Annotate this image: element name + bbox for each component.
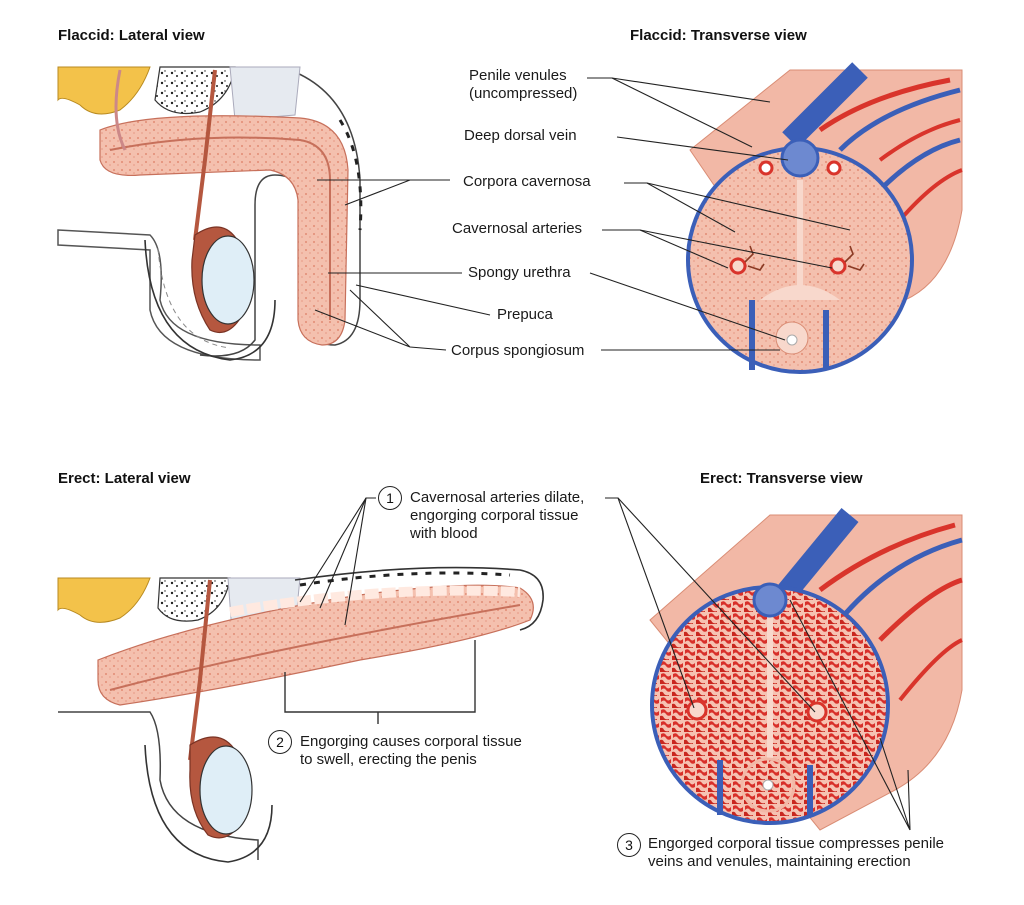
erect-cylinder-vein-2 — [838, 537, 963, 622]
erect-pubic-bone — [157, 577, 231, 622]
erect-urethra-lumen — [762, 779, 774, 791]
panel-title-erect-transverse: Erect: Transverse view — [700, 470, 863, 487]
label-penile-venules-line1: Penile venules — [469, 67, 567, 84]
label-deep-dorsal-vein: Deep dorsal vein — [464, 127, 577, 144]
cylinder-artery-3 — [898, 168, 963, 222]
label-corpus-spongiosum: Corpus spongiosum — [451, 342, 585, 359]
erect-transverse-illustration — [649, 508, 963, 831]
label-spongy-urethra: Spongy urethra — [468, 264, 571, 281]
erect-scrotum — [144, 744, 273, 863]
cylinder-vein-2 — [838, 87, 961, 152]
testis — [201, 235, 255, 325]
cavernosal-artery-left — [729, 257, 747, 275]
step-3-text: Engorged corporal tissue compresses peni… — [648, 835, 944, 871]
label-corpora-cavernosa: Corpora cavernosa — [463, 173, 591, 190]
erect-cylinder-artery-2 — [878, 577, 963, 642]
step-3-number: 3 — [617, 833, 641, 857]
tunica-line — [109, 136, 331, 320]
erect-pelvic-fat — [57, 577, 151, 623]
swell-bracket — [284, 640, 476, 713]
helicine-left — [744, 245, 765, 271]
deep-dorsal-vein — [780, 138, 820, 178]
erect-urethra — [109, 604, 521, 691]
panel-title-flaccid-transverse: Flaccid: Transverse view — [630, 27, 807, 44]
label-penile-venules: Penile venules (uncompressed) — [469, 67, 577, 103]
step-2-line1: Engorging causes corporal tissue — [300, 733, 522, 750]
dorsal-artery-right — [826, 160, 842, 176]
erect-vas-deferens — [188, 579, 212, 761]
dorsal-artery-left — [758, 160, 774, 176]
erect-cylinder-vein-1 — [771, 508, 859, 607]
pubic-bone — [154, 66, 236, 115]
step-2-number: 2 — [268, 730, 292, 754]
pelvic-fat — [57, 66, 151, 115]
panel-title-flaccid-lateral: Flaccid: Lateral view — [58, 27, 205, 44]
cavernosum-divide — [760, 285, 840, 300]
flaccid-shaft — [99, 115, 349, 346]
flaccid-transverse-illustration — [686, 62, 963, 374]
leader-lines — [299, 77, 911, 831]
erect-testis — [199, 745, 253, 835]
erect-corpora-band — [229, 585, 521, 617]
panel-title-erect-lateral: Erect: Lateral view — [58, 470, 191, 487]
step-2-text: Engorging causes corporal tissue to swel… — [300, 733, 522, 769]
dartos-dashes — [338, 119, 363, 231]
helicine-right — [844, 245, 865, 271]
step-1-line1: Cavernosal arteries dilate, — [410, 489, 585, 506]
erect-lateral-illustration — [57, 566, 544, 863]
cylinder-artery-1 — [818, 77, 951, 133]
flaccid-lateral-illustration — [57, 66, 363, 361]
step-3-line1: Engorged corporal tissue compresses peni… — [648, 835, 944, 852]
label-cavernosal-arteries: Cavernosal arteries — [452, 220, 583, 237]
cylinder-vein-1 — [782, 62, 868, 148]
step-1-text: Cavernosal arteries dilate, engorging co… — [410, 489, 584, 543]
step-1-line3: with blood — [410, 525, 478, 542]
erect-skin — [294, 566, 544, 631]
bladder-duct — [114, 69, 127, 151]
step-3-line2: veins and venules, maintaining erection — [648, 853, 911, 870]
erect-dartos — [299, 571, 511, 587]
step-2-line2: to swell, erecting the penis — [300, 751, 477, 768]
step-1-number: 1 — [378, 486, 402, 510]
erect-deep-dorsal-vein — [752, 582, 788, 618]
cylinder-vein-3 — [878, 137, 961, 192]
scrotum — [144, 239, 276, 361]
erect-cylinder-artery-3 — [898, 638, 963, 702]
ligament — [229, 66, 301, 121]
erect-cavernosal-left — [686, 699, 708, 721]
label-prepuca: Prepuca — [497, 306, 553, 323]
scrotum-inner — [157, 247, 231, 349]
body-outline — [57, 229, 261, 361]
cavernosal-artery-right — [829, 257, 847, 275]
urethra-lumen — [786, 334, 798, 346]
cylinder-artery-2 — [878, 118, 961, 162]
step-1-line2: engorging corporal tissue — [410, 507, 579, 524]
erect-cavernosal-right — [806, 701, 828, 723]
erect-cylinder-artery-1 — [818, 522, 956, 593]
label-penile-venules-line2: (uncompressed) — [469, 85, 578, 102]
vas-deferens — [193, 69, 217, 241]
